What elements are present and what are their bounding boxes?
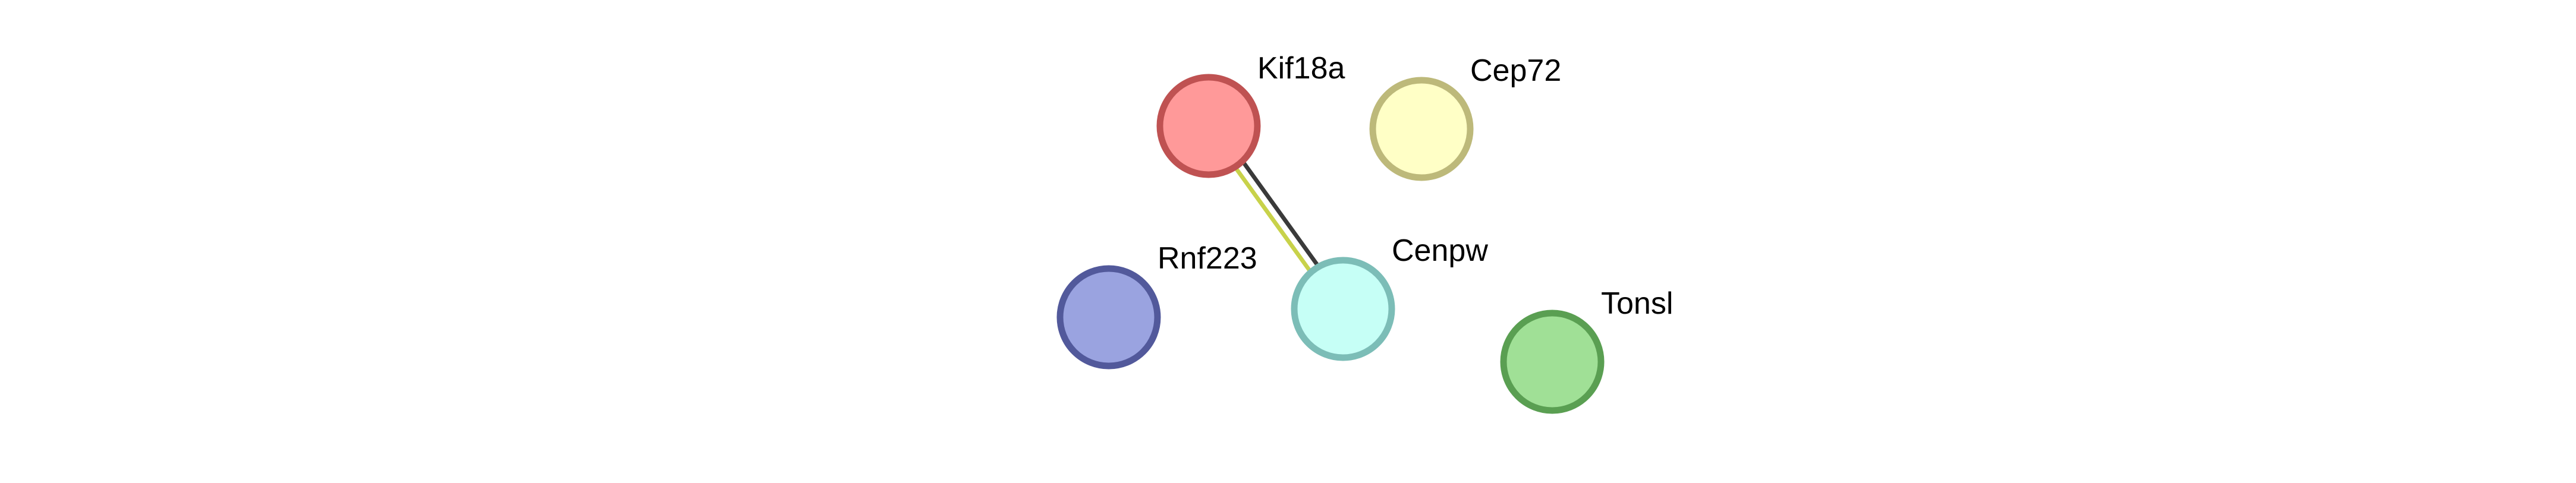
edge-kif18a-cenpw-evidence-2	[1239, 157, 1325, 275]
node-cep72[interactable]: Cep72	[1369, 53, 1561, 181]
node-kif18a-label: Kif18a	[1257, 51, 1345, 86]
node-tonsl[interactable]: Tonsl	[1500, 286, 1673, 414]
edges-layer	[1231, 157, 1325, 280]
node-cep72-label: Cep72	[1470, 53, 1561, 88]
node-rnf223-circle[interactable]	[1056, 265, 1161, 370]
node-cep72-circle[interactable]	[1369, 77, 1474, 181]
node-cenpw-circle[interactable]	[1291, 257, 1395, 361]
node-cenpw[interactable]: Cenpw	[1291, 233, 1488, 361]
node-rnf223[interactable]: Rnf223	[1056, 241, 1257, 370]
node-kif18a[interactable]: Kif18a	[1156, 51, 1345, 178]
node-tonsl-label: Tonsl	[1601, 286, 1673, 321]
node-rnf223-label: Rnf223	[1158, 241, 1257, 276]
node-tonsl-circle[interactable]	[1500, 310, 1605, 414]
node-cenpw-label: Cenpw	[1392, 233, 1488, 268]
node-kif18a-circle[interactable]	[1156, 74, 1261, 178]
edge-kif18a-cenpw-evidence-1	[1231, 162, 1317, 280]
nodes-layer: Kif18a Cep72 Rnf223 Cenpw Tonsl	[1056, 51, 1673, 414]
